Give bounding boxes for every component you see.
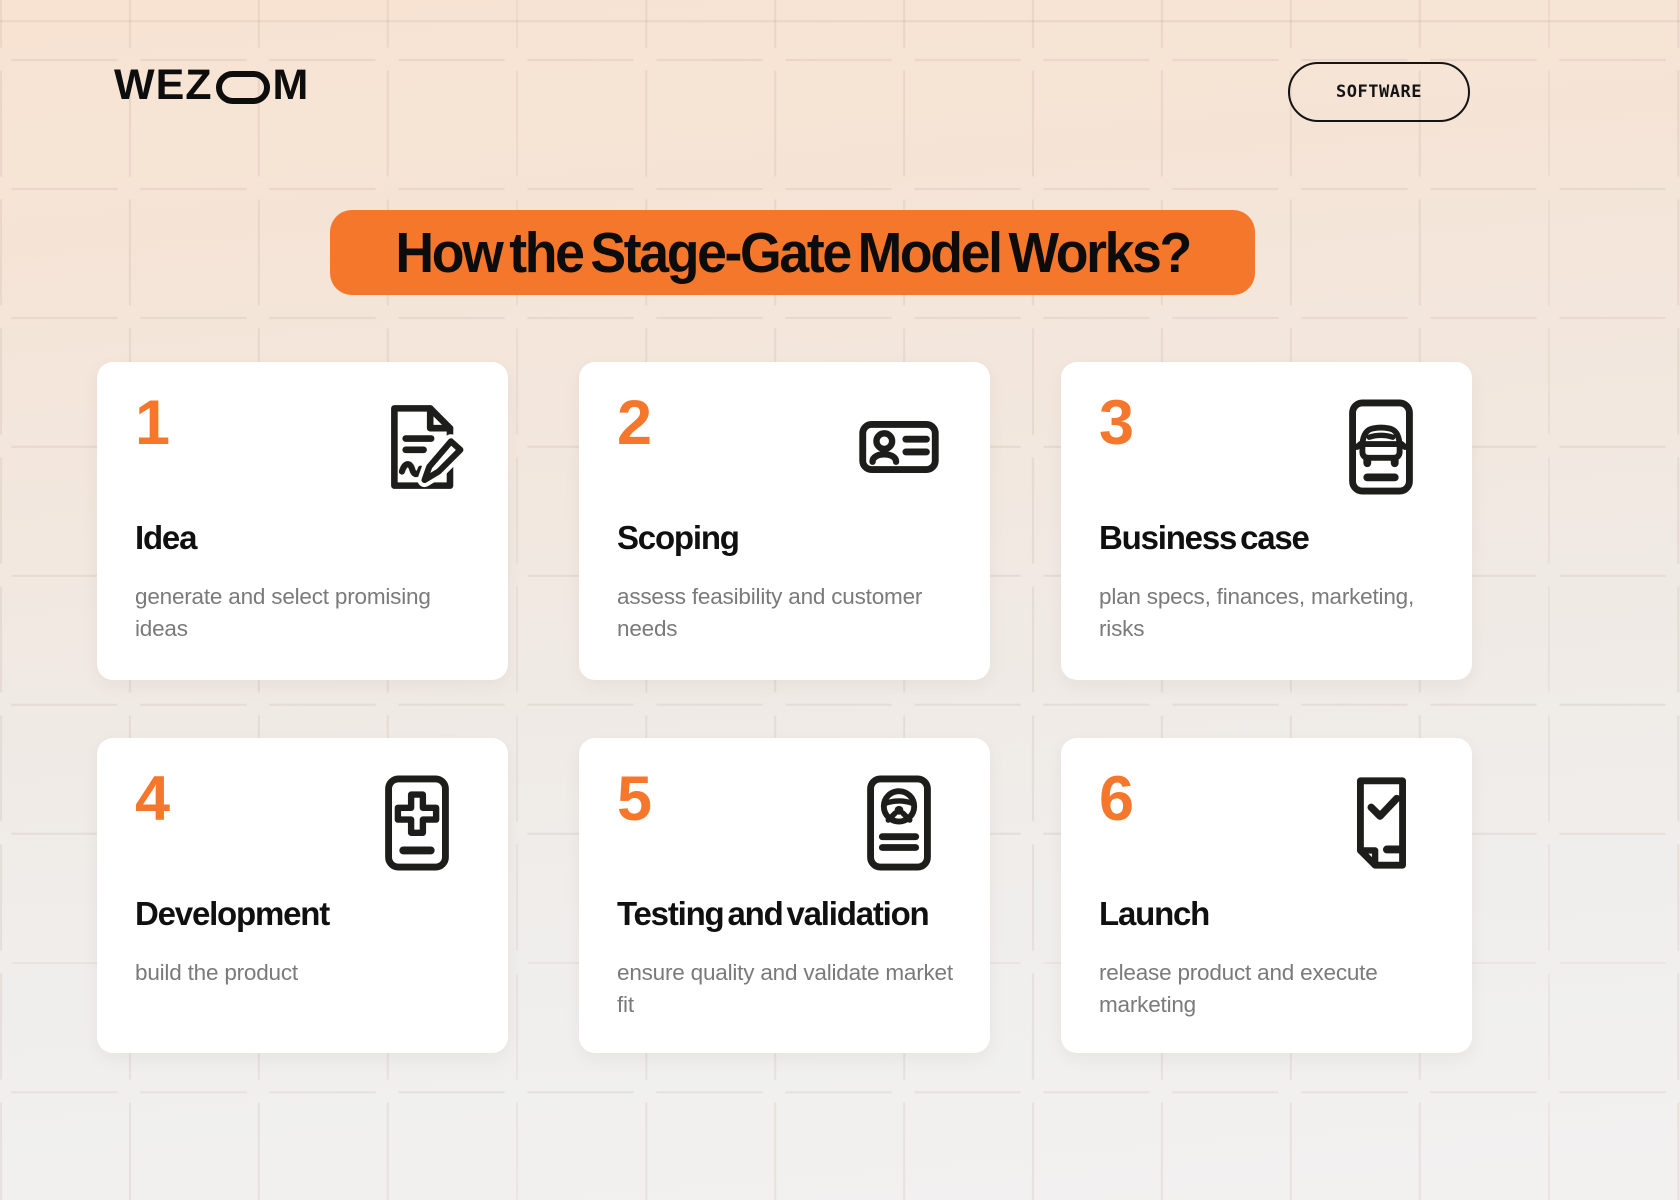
stage-card-testing: 5 Testing and validation ensure quality … <box>579 738 990 1053</box>
title-banner: How the Stage-Gate Model Works? <box>330 210 1255 295</box>
wezom-logo: WEZ M <box>114 64 309 107</box>
stage-description: build the product <box>135 960 298 985</box>
stage-card-launch: 6 Launch release product and execute mar… <box>1061 738 1472 1053</box>
stage-number: 3 <box>1099 388 1135 458</box>
stage-description: release product and execute marketing <box>1099 960 1378 1018</box>
software-badge: SOFTWARE <box>1288 62 1470 122</box>
logo-text-left: WEZ <box>114 61 213 109</box>
page-title: How the Stage-Gate Model Works? <box>395 220 1192 285</box>
stage-card-development: 4 Development build the product <box>97 738 508 1053</box>
stage-description: ensure quality and validate market fit <box>617 960 953 1018</box>
stage-title: Scoping <box>617 519 740 556</box>
stage-card-business-case: 3 Business case plan specs, finances, ma… <box>1061 362 1472 680</box>
stage-description: assess feasibility and customer needs <box>617 584 923 642</box>
stage-card-scoping: 2 Scoping assess feasibility and custome… <box>579 362 990 680</box>
stage-description: generate and select promising ideas <box>135 584 431 642</box>
stage-number: 4 <box>135 764 171 834</box>
logo-o-mark-icon <box>215 70 270 104</box>
checked-page-icon <box>1332 774 1430 872</box>
stage-number: 5 <box>617 764 653 834</box>
stage-title: Launch <box>1099 895 1210 932</box>
stage-card-idea: 1 Idea generate and select promising ide… <box>97 362 508 680</box>
car-document-icon <box>1332 398 1430 496</box>
stage-number: 6 <box>1099 764 1135 834</box>
signed-document-icon <box>368 398 466 496</box>
stage-number: 2 <box>617 388 653 458</box>
medical-plus-document-icon <box>368 774 466 872</box>
id-card-icon <box>850 398 948 496</box>
stages-grid: 1 Idea generate and select promising ide… <box>97 362 1472 1053</box>
stage-title: Development <box>135 895 330 932</box>
stage-number: 1 <box>135 388 171 458</box>
stage-title: Idea <box>135 519 197 556</box>
stage-title: Testing and validation <box>617 895 930 932</box>
steering-wheel-document-icon <box>850 774 948 872</box>
stage-description: plan specs, finances, marketing, risks <box>1099 584 1415 642</box>
logo-text-right: M <box>272 61 310 109</box>
stage-title: Business case <box>1099 519 1310 556</box>
software-badge-label: SOFTWARE <box>1336 82 1422 102</box>
